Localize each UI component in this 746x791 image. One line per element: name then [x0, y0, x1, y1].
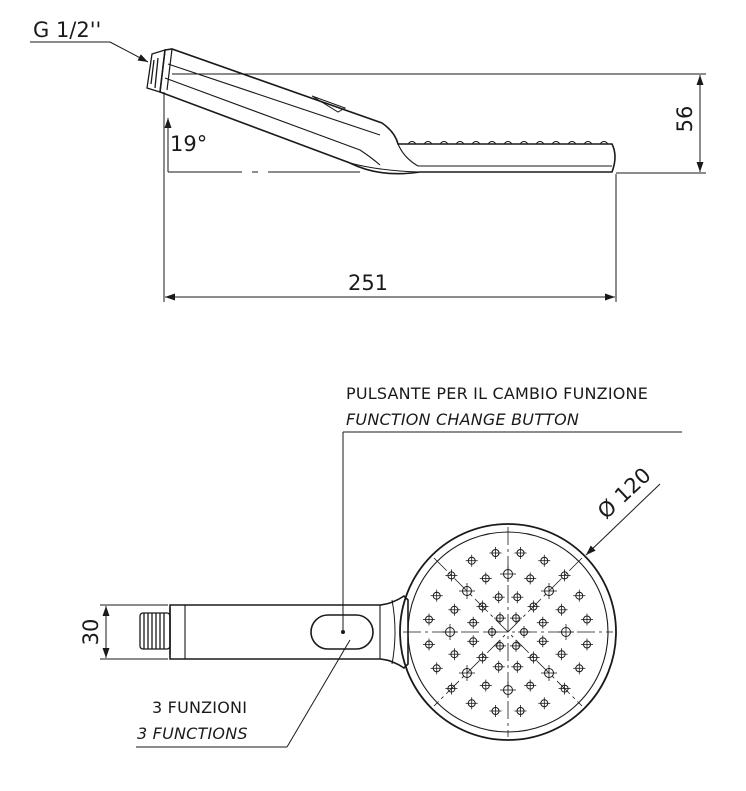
button-callout: PULSANTE PER IL CAMBIO FUNZIONE FUNCTION…: [342, 384, 682, 630]
angle-label: 19°: [170, 132, 207, 156]
diameter-label: Ø 120: [593, 463, 656, 524]
button-label-en: FUNCTION CHANGE BUTTON: [346, 410, 579, 429]
functions-label-en: 3 FUNCTIONS: [137, 724, 248, 743]
angle-dimension: 19°: [164, 118, 360, 173]
length-label: 251: [348, 271, 388, 295]
head-nozzles: [407, 141, 609, 145]
function-change-button: [310, 614, 374, 650]
width-label: 30: [79, 619, 103, 646]
button-label-it: PULSANTE PER IL CAMBIO FUNZIONE: [346, 384, 648, 403]
height-dimension: 56: [172, 73, 706, 174]
length-dimension: 251: [163, 92, 617, 302]
front-thread-nut: [139, 608, 171, 654]
diameter-dimension: Ø 120: [585, 463, 661, 556]
functions-callout: 3 FUNZIONI 3 FUNCTIONS: [136, 639, 351, 748]
shower-head-disk: [399, 523, 617, 741]
shower-handle-body: [159, 48, 616, 175]
nozzle-pattern: [423, 547, 593, 717]
thread-size-label: G 1/2'': [33, 18, 101, 42]
width-dimension: 30: [79, 604, 168, 660]
height-label: 56: [673, 106, 697, 133]
front-handle: [169, 594, 409, 670]
side-view: G 1/2'' 19° 56 251: [30, 18, 706, 302]
thread-leader: G 1/2'': [30, 18, 149, 63]
front-view: 30 Ø 120 PULSANTE PER IL CAMBIO FUNZIONE…: [79, 384, 682, 748]
functions-label-it: 3 FUNZIONI: [152, 698, 247, 717]
